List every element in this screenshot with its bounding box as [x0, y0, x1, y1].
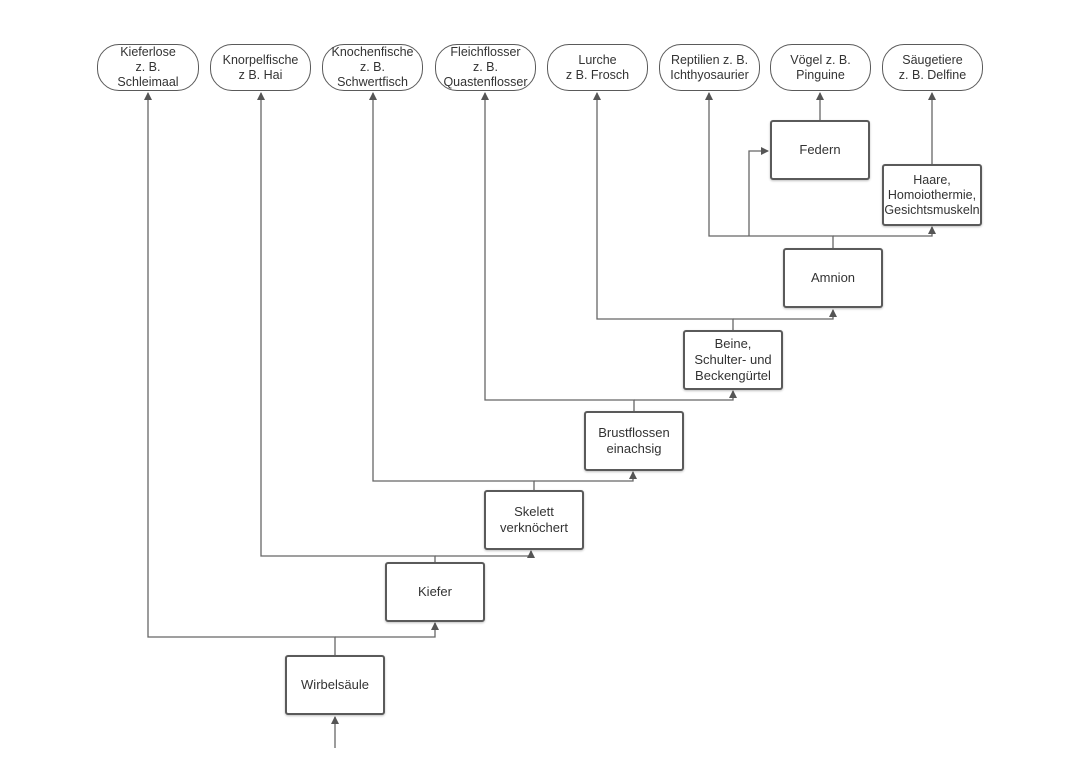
trait-skelett: Skelett verknöchert [484, 490, 584, 550]
group-kieferlose: Kieferlose z. B. Schleimaal [97, 44, 199, 91]
connector-amnion-haare [833, 226, 936, 237]
group-reptilien: Reptilien z. B. Ichthyosaurier [659, 44, 760, 91]
group-lurche: Lurche z B. Frosch [547, 44, 648, 91]
trait-wirbelsaeule: Wirbelsäule [285, 655, 385, 715]
trait-label-line2: einachsig [606, 441, 662, 456]
connector-wirbelsaeule-kiefer [335, 622, 439, 638]
group-label-line2: z. B. [359, 60, 385, 74]
trait-label: Amnion [810, 270, 856, 285]
group-label-line1: Lurche [578, 52, 617, 67]
connector-beine-amnion [733, 309, 837, 320]
trait-label-line2: verknöchert [500, 520, 568, 535]
group-label-line3: Quastenflosser [443, 75, 528, 89]
trait-label: Federn [799, 142, 841, 157]
trait-haare: Haare, Homoiothermie, Gesichtsmuskeln [882, 164, 982, 226]
group-label-line1: Säugetiere [902, 52, 963, 67]
group-label-line2: z B. Hai [238, 67, 283, 82]
connector-brustflossen-fleischflosser [481, 92, 635, 411]
connector-amnion-reptilien [705, 92, 834, 248]
connector-brustflossen-beine [634, 390, 737, 401]
group-voegel: Vögel z. B. Pinguine [770, 44, 871, 91]
trait-label-line3: Gesichtsmuskeln [884, 202, 980, 217]
trait-amnion: Amnion [783, 248, 883, 308]
group-label-line1: Knochenfische [331, 45, 414, 59]
connector-kiefer-skelett [435, 550, 535, 558]
group-saeugetiere: Säugetiere z. B. Delfine [882, 44, 983, 91]
trait-brustflossen: Brustflossen einachsig [584, 411, 684, 471]
group-label-line2: z B. Frosch [565, 67, 630, 82]
group-label-line1: Fleichflosser [450, 45, 521, 59]
group-fleischflosser: Fleichflosser z. B. Quastenflosser [435, 44, 536, 91]
trait-label-line1: Beine, [714, 336, 752, 351]
connector-skelett-knochenfische [369, 92, 535, 490]
connector-amnion-federn [748, 147, 769, 236]
trait-label-line2: Homoiothermie, [887, 187, 977, 202]
trait-label-line1: Skelett [514, 504, 554, 519]
trait-label-line1: Haare, [913, 172, 951, 187]
group-label-line2: z. B. Delfine [898, 67, 967, 82]
trait-label-line1: Brustflossen [598, 425, 670, 440]
trait-label: Kiefer [418, 584, 452, 599]
trait-label-line2: Schulter- und [694, 352, 772, 367]
group-label-line3: Schleimaal [117, 75, 179, 89]
trait-kiefer: Kiefer [385, 562, 485, 622]
group-label-line2: Pinguine [796, 67, 845, 82]
group-label-line1: Reptilien z. B. [670, 52, 749, 67]
trait-beine: Beine, Schulter- und Beckengürtel [683, 330, 783, 390]
group-label-line3: Schwertfisch [337, 75, 408, 89]
group-label-line2: z. B. [135, 60, 161, 74]
connector-skelett-brustflossen [534, 471, 637, 482]
group-label-line1: Kieferlose [120, 45, 176, 59]
trait-label-line3: Beckengürtel [695, 368, 771, 383]
group-label-line2: z. B. [472, 60, 498, 74]
connector-kiefer-knorpelfische [257, 92, 436, 562]
connector-beine-lurche [593, 92, 734, 330]
group-knorpelfische: Knorpelfische z B. Hai [210, 44, 311, 91]
trait-federn: Federn [770, 120, 870, 180]
group-label-line1: Knorpelfische [222, 52, 299, 67]
group-label-line1: Vögel z. B. [790, 52, 851, 67]
connector-wirbelsaeule-kieferlose [144, 92, 336, 655]
group-label-line2: Ichthyosaurier [670, 67, 749, 82]
group-knochenfische: Knochenfische z. B. Schwertfisch [322, 44, 423, 91]
trait-label: Wirbelsäule [301, 677, 369, 692]
